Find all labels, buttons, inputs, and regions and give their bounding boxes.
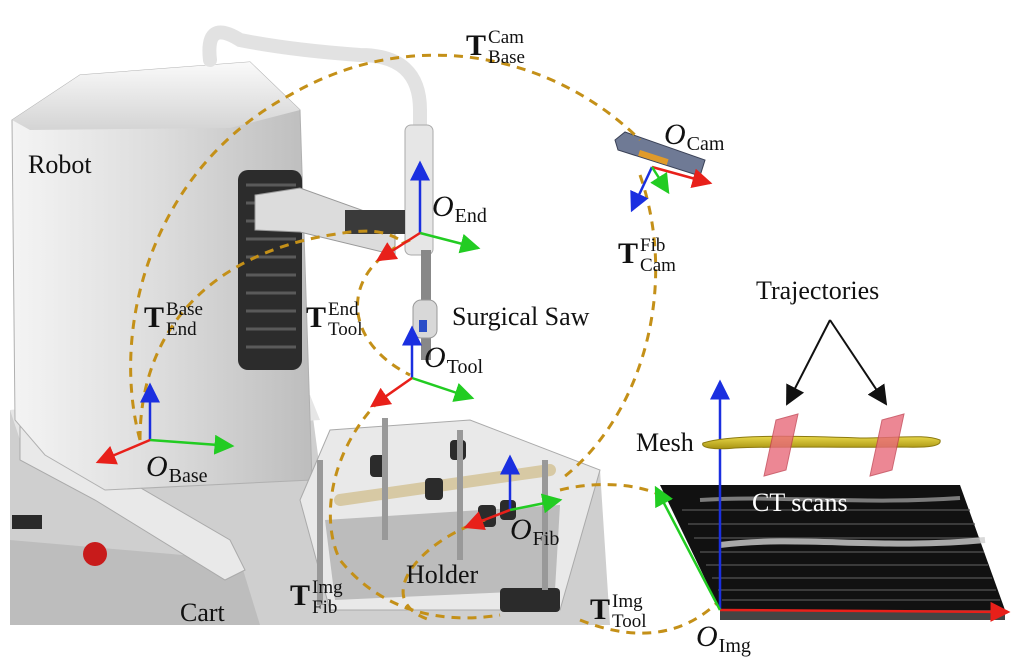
trajectory-plane-1 — [763, 413, 799, 477]
holder-label: Holder — [406, 560, 479, 589]
emergency-stop-button — [83, 542, 107, 566]
frame-base-axes — [95, 382, 235, 465]
frame-end-axes — [375, 160, 481, 262]
surgical-saw-label: Surgical Saw — [452, 302, 590, 331]
ct-scan-stack — [660, 485, 1005, 620]
ct-scans-label: CT scans — [752, 488, 848, 517]
transform-loop — [129, 53, 722, 635]
cart-port — [12, 515, 42, 529]
frame-cam-axes — [630, 165, 713, 213]
frame-tool-axes — [369, 325, 475, 408]
origin-img-label: OImg — [696, 620, 751, 657]
frame-img-axes — [654, 379, 1011, 622]
trajectory-arrows — [786, 319, 888, 406]
origin-end-label: OEnd — [432, 190, 487, 227]
trajectories-label: Trajectories — [756, 276, 880, 305]
tracking-camera — [614, 131, 706, 177]
mesh-label: Mesh — [636, 428, 694, 457]
robot-body — [11, 25, 434, 491]
bone-holder — [299, 418, 601, 612]
robot-label: Robot — [28, 150, 92, 179]
origin-fib-label: OFib — [510, 513, 560, 550]
trajectory-plane-2 — [869, 413, 905, 477]
cart-label: Cart — [180, 598, 225, 627]
robot-gripper — [345, 210, 405, 234]
origin-tool-label: OTool — [424, 341, 484, 378]
origin-cam-label: OCam — [664, 118, 725, 155]
origin-base-label: OBase — [146, 450, 208, 487]
frame-fib-axes — [463, 454, 563, 531]
bone-mesh — [702, 435, 941, 450]
robot-cable — [202, 25, 427, 142]
